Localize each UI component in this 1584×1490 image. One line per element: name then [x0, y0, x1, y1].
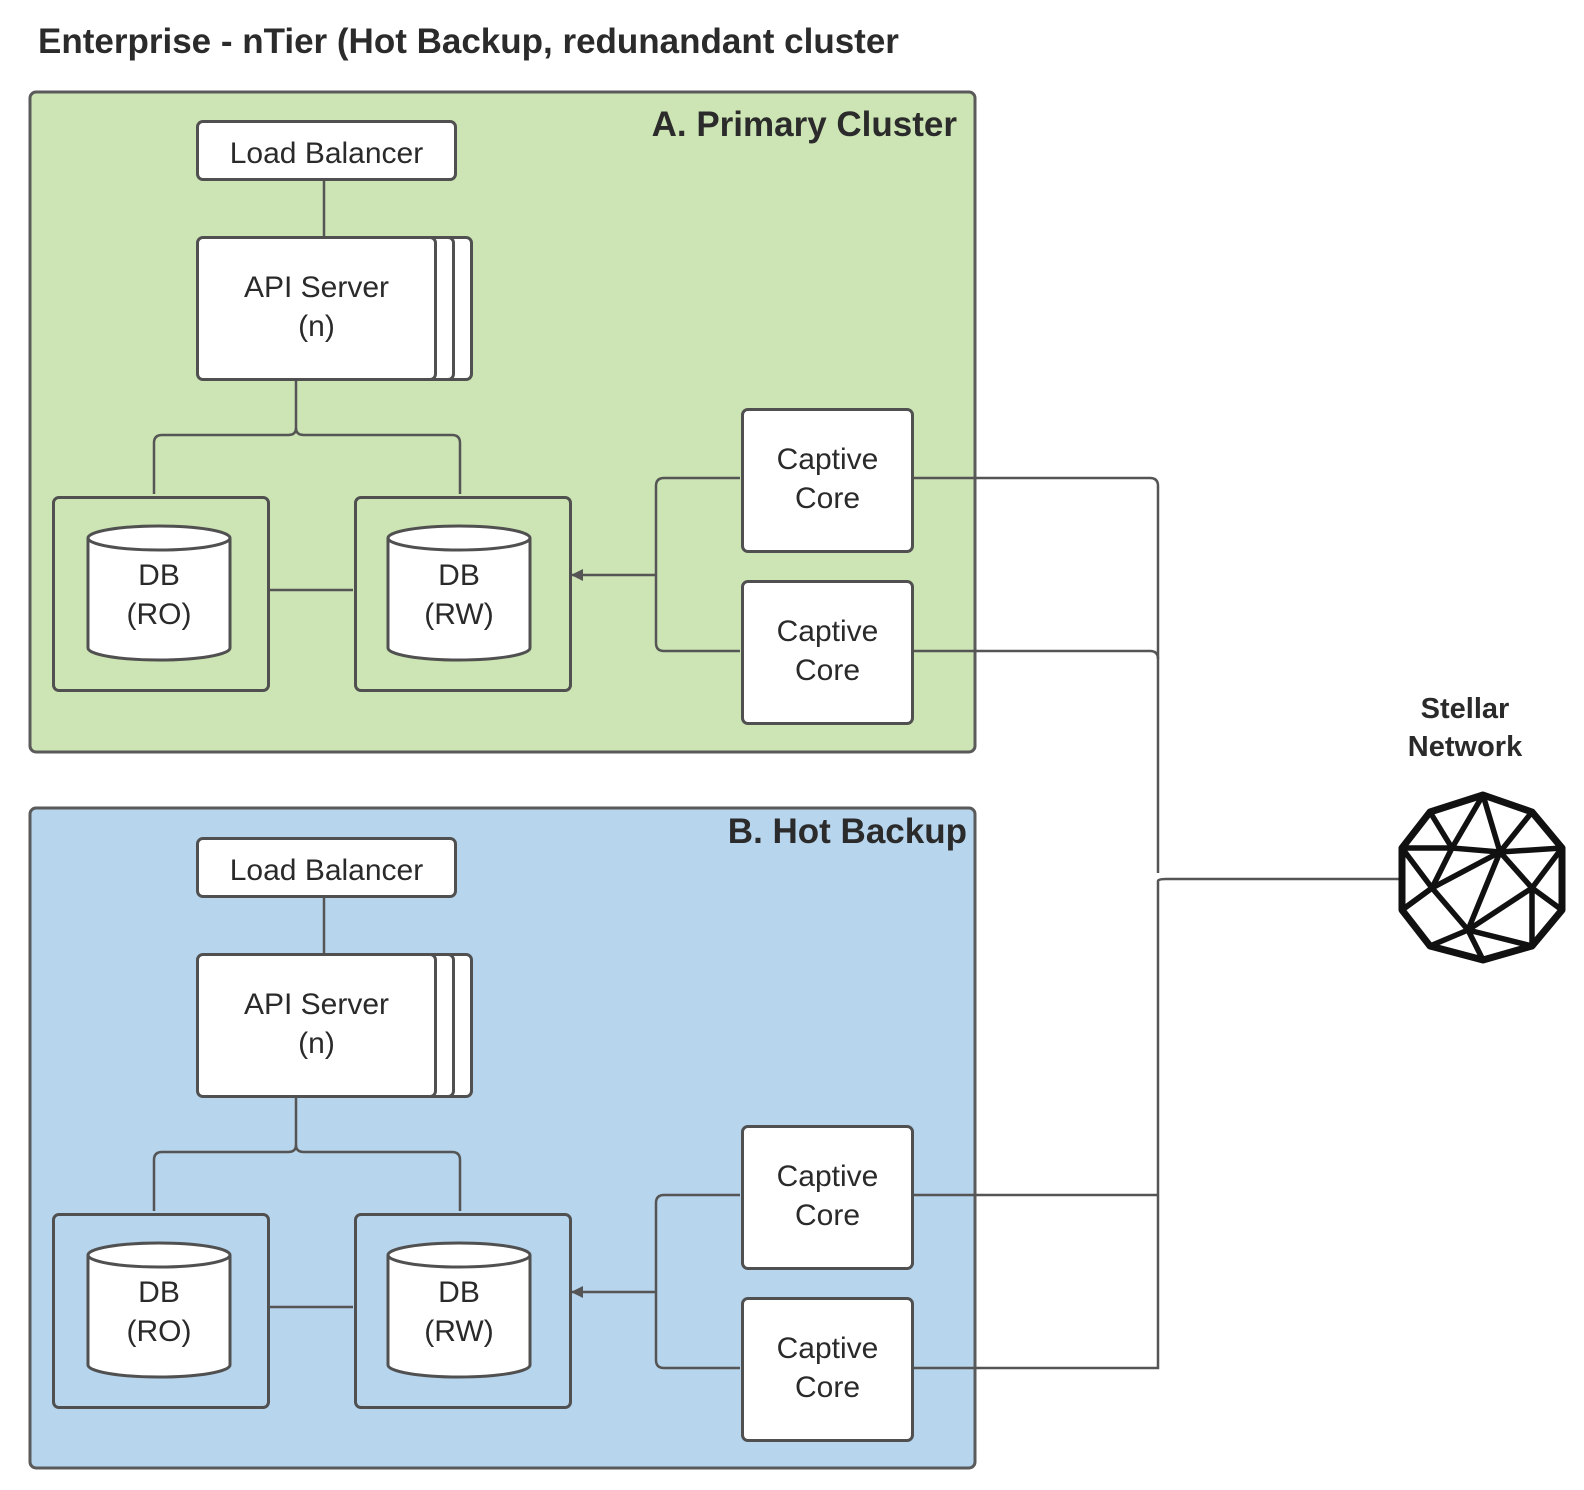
hot-backup-title: B. Hot Backup	[727, 812, 967, 851]
captive-core-a1: Captive Core	[741, 408, 914, 553]
geodesic-sphere-icon	[1398, 791, 1566, 964]
primary-cluster-title: A. Primary Cluster	[651, 105, 957, 144]
hot-backup-connectors	[152, 898, 740, 1370]
api-server-b-label: API Server	[243, 988, 390, 1021]
db-rw-b-label: DB	[438, 1276, 480, 1309]
db-ro-b-box	[52, 1213, 270, 1409]
db-ro-cylinder-b	[86, 1241, 232, 1379]
stellar-network-label-line2: Network	[1407, 731, 1523, 763]
db-ro-b-sub: (RO)	[126, 1315, 192, 1348]
db-ro-b-label: DB	[138, 1276, 180, 1309]
db-rw-a-sub: (RW)	[424, 598, 494, 631]
captive-core-a1-label: Captive	[776, 443, 879, 476]
db-rw-b-box	[354, 1213, 572, 1409]
db-rw-b-sub: (RW)	[424, 1315, 494, 1348]
load-balancer-a: Load Balancer	[196, 120, 457, 181]
captive-core-b2-label: Captive	[776, 1332, 879, 1365]
stellar-network-label-line1: Stellar	[1420, 693, 1510, 725]
db-ro-a-sub: (RO)	[126, 598, 192, 631]
load-balancer-b: Load Balancer	[196, 837, 457, 898]
load-balancer-b-label: Load Balancer	[229, 854, 424, 887]
db-rw-a-label: DB	[438, 559, 480, 592]
db-ro-a-box	[52, 496, 270, 692]
load-balancer-a-label: Load Balancer	[229, 137, 424, 170]
captive-core-b1: Captive Core	[741, 1125, 914, 1270]
captive-core-b1-sub: Core	[794, 1199, 861, 1232]
captive-core-a2-label: Captive	[776, 615, 879, 648]
diagram-title: Enterprise - nTier (Hot Backup, redunand…	[38, 22, 899, 61]
db-rw-cylinder-a	[386, 524, 532, 662]
captive-core-b1-label: Captive	[776, 1160, 879, 1193]
db-rw-cylinder-b	[386, 1241, 532, 1379]
primary-cluster-connectors	[152, 181, 740, 653]
db-ro-cylinder-a	[86, 524, 232, 662]
api-server-a: API Server (n)	[196, 236, 437, 381]
captive-core-b2-sub: Core	[794, 1371, 861, 1404]
db-rw-a-box	[354, 496, 572, 692]
captive-core-b2: Captive Core	[741, 1297, 914, 1442]
captive-core-a2: Captive Core	[741, 580, 914, 725]
captive-core-a2-sub: Core	[794, 654, 861, 687]
captive-core-a1-sub: Core	[794, 482, 861, 515]
stellar-network-label: Stellar Network	[1380, 690, 1550, 766]
api-server-b-sub: (n)	[298, 1027, 335, 1060]
api-server-a-sub: (n)	[298, 310, 335, 343]
db-ro-a-label: DB	[138, 559, 180, 592]
api-server-b: API Server (n)	[196, 953, 437, 1098]
api-server-a-label: API Server	[243, 271, 390, 304]
network-bus	[913, 476, 1410, 1370]
